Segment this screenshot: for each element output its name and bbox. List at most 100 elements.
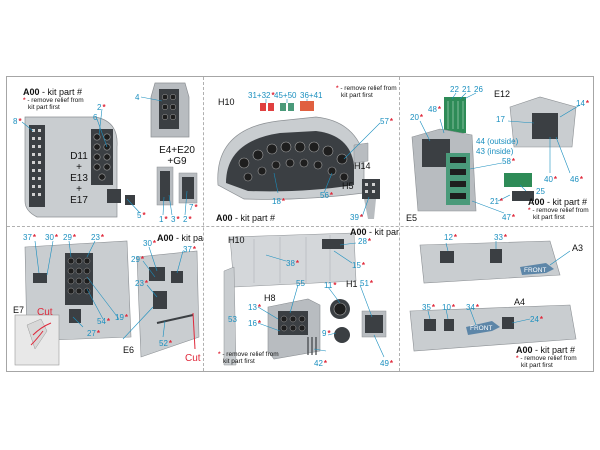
callout-30-left: 30 xyxy=(45,233,58,242)
callout-24: 24 xyxy=(530,315,543,324)
callout-28: 28 xyxy=(358,237,371,246)
part-a3: A3 xyxy=(572,243,584,253)
callout-31-32: 31+32 xyxy=(248,91,275,100)
callout-23-right: 23 xyxy=(135,279,148,288)
callout-36-41: 36+41 xyxy=(300,91,323,100)
callout-37-left: 37 xyxy=(23,233,36,242)
callout-13: 13 xyxy=(248,303,261,312)
callout-51: 51 xyxy=(360,279,373,288)
callout-26: 26 xyxy=(474,85,483,94)
part-h8: H8 xyxy=(264,293,276,303)
part-e5: E5 xyxy=(406,213,418,223)
callout-6: 6 xyxy=(93,113,98,122)
part-h10-p5: H10 xyxy=(228,235,245,245)
part-h1: H1 xyxy=(346,279,358,289)
panel-5: H10 H8 H1 28 38 15 55 11 51 13 16 9 53 4… xyxy=(204,227,399,371)
cut-label-2: Cut xyxy=(185,353,201,364)
part-e7: E7 xyxy=(13,305,25,315)
group-label-e4-e20-g9: E4+E20 +G9 xyxy=(159,145,195,167)
panel-1-art xyxy=(21,82,198,218)
part-e12: E12 xyxy=(494,89,511,99)
part-h5: H5 xyxy=(342,181,354,191)
part-h10: H10 xyxy=(218,97,235,107)
callout-57: 57 xyxy=(380,117,393,126)
part-a4: A4 xyxy=(514,297,526,307)
part-e6: E6 xyxy=(123,345,135,355)
front-arrow-label-1: FRONT xyxy=(524,267,547,274)
callout-7: 7 xyxy=(189,203,198,212)
note-43-inside: 43 (inside) xyxy=(476,147,514,156)
callout-22: 22 xyxy=(450,85,459,94)
callout-3: 3 xyxy=(171,215,180,224)
callout-54: 54 xyxy=(97,317,110,326)
panel-4-art xyxy=(14,240,200,366)
callout-23-left: 23 xyxy=(91,233,104,242)
callout-30-right: 30 xyxy=(143,239,156,248)
callout-12: 12 xyxy=(444,233,457,242)
callout-17: 17 xyxy=(496,115,505,124)
callout-19: 19 xyxy=(115,313,128,322)
cut-label-1: Cut xyxy=(37,307,53,318)
callout-21-top: 21 xyxy=(462,85,471,94)
panel-2-art xyxy=(217,99,381,219)
callout-5: 5 xyxy=(137,211,146,220)
callout-58: 58 xyxy=(502,157,515,166)
callout-40: 40 xyxy=(544,175,557,184)
callout-56: 56 xyxy=(320,191,333,200)
callout-8: 8 xyxy=(13,117,22,126)
callout-2-top: 2 xyxy=(97,103,106,112)
callout-9: 9 xyxy=(322,329,331,338)
callout-34: 34 xyxy=(466,303,479,312)
part-h14: H14 xyxy=(354,161,371,171)
callout-1: 1 xyxy=(159,215,168,224)
group-label-d11-e13-e17: D11 + E13 + E17 xyxy=(70,151,88,206)
callout-25: 25 xyxy=(536,187,545,196)
callout-38: 38 xyxy=(286,259,299,268)
callout-48: 48 xyxy=(428,105,441,114)
panel-4: E7 E6 Cut Cut 37 30 29 23 30 29 37 23 54… xyxy=(7,227,203,371)
callout-45-50: 45+50 xyxy=(274,91,297,100)
panel-2: H10 H14 H5 31+32 45+50 36+41 57 18 56 39… xyxy=(204,77,399,226)
front-arrow-label-2: FRONT xyxy=(470,325,493,332)
callout-42: 42 xyxy=(314,359,327,368)
callout-29-left: 29 xyxy=(63,233,76,242)
legend-part-p4: A00 - kit part # xyxy=(157,233,203,243)
column-divider-1 xyxy=(203,77,204,371)
callout-11: 11 xyxy=(324,281,336,290)
legend-part: A00 - kit part # xyxy=(23,87,83,97)
callout-46: 46 xyxy=(570,175,583,184)
callout-4: 4 xyxy=(135,93,140,102)
callout-37-right: 37 xyxy=(183,245,196,254)
callout-27: 27 xyxy=(87,329,100,338)
callout-52: 52 xyxy=(159,339,172,348)
panel-3: E12 E5 22 21 26 14 20 48 17 40 46 58 25 … xyxy=(400,77,594,226)
callout-2-bottom: 2 xyxy=(183,215,192,224)
callout-53: 53 xyxy=(228,315,237,324)
callout-10: 10 xyxy=(442,303,455,312)
callout-14: 14 xyxy=(576,99,589,108)
panel-6: A3 A4 FRONT FRONT 12 33 35 10 34 24 A00 … xyxy=(400,227,594,371)
callout-35: 35 xyxy=(422,303,435,312)
note-44-outside: 44 (outside) xyxy=(476,137,519,146)
legend-part-p2: A00 - kit part # xyxy=(216,213,276,223)
column-divider-2 xyxy=(399,77,400,371)
panel-5-art xyxy=(223,232,387,366)
callout-18: 18 xyxy=(272,197,285,206)
callout-16: 16 xyxy=(248,319,261,328)
legend-part-p5: A00 - kit part # xyxy=(350,227,399,237)
callout-47: 47 xyxy=(502,213,515,222)
callout-33: 33 xyxy=(494,233,507,242)
row-divider xyxy=(7,226,593,227)
callout-29-right: 29 xyxy=(131,255,144,264)
legend-part-p6: A00 - kit part # xyxy=(516,345,576,355)
callout-21-bottom: 21 xyxy=(490,197,503,206)
callout-55: 55 xyxy=(296,279,305,288)
panel-3-art xyxy=(411,92,581,214)
